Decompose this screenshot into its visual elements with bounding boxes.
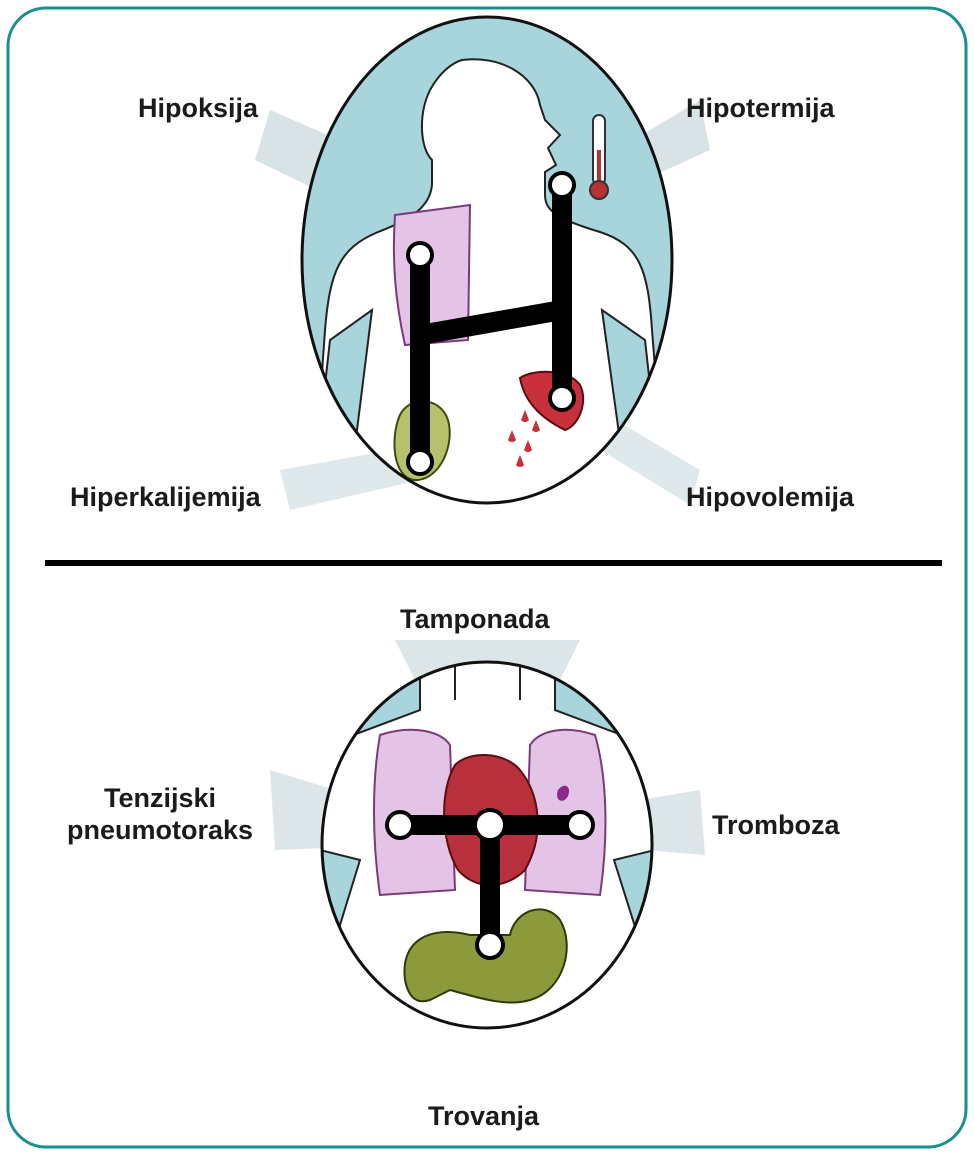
- label-tension-pneumothorax: Tenzijski pneumotoraks: [45, 782, 275, 846]
- label-hyperkalemia: Hiperkalijemija: [70, 481, 261, 513]
- node-hyperkalemia: [408, 450, 432, 474]
- label-hypothermia: Hipotermija: [686, 92, 835, 124]
- lung-left: [374, 730, 455, 895]
- label-poisoning: Trovanja: [428, 1100, 539, 1132]
- thermometer-icon: [590, 115, 608, 199]
- label-tension-pneumothorax-line1: Tenzijski: [45, 782, 275, 814]
- node-poisoning: [477, 932, 503, 958]
- node-hypoxia: [408, 243, 432, 267]
- label-hypovolemia: Hipovolemija: [686, 481, 854, 513]
- node-hypothermia: [550, 173, 574, 197]
- label-tension-pneumothorax-line2: pneumotoraks: [45, 814, 275, 846]
- node-tamponade: [475, 810, 505, 840]
- label-hypoxia: Hipoksija: [138, 92, 258, 124]
- label-tamponade: Tamponada: [400, 603, 550, 635]
- node-tension-pneumothorax: [387, 812, 413, 838]
- label-thrombosis: Tromboza: [712, 809, 840, 841]
- node-thrombosis: [567, 812, 593, 838]
- node-hypovolemia: [550, 386, 574, 410]
